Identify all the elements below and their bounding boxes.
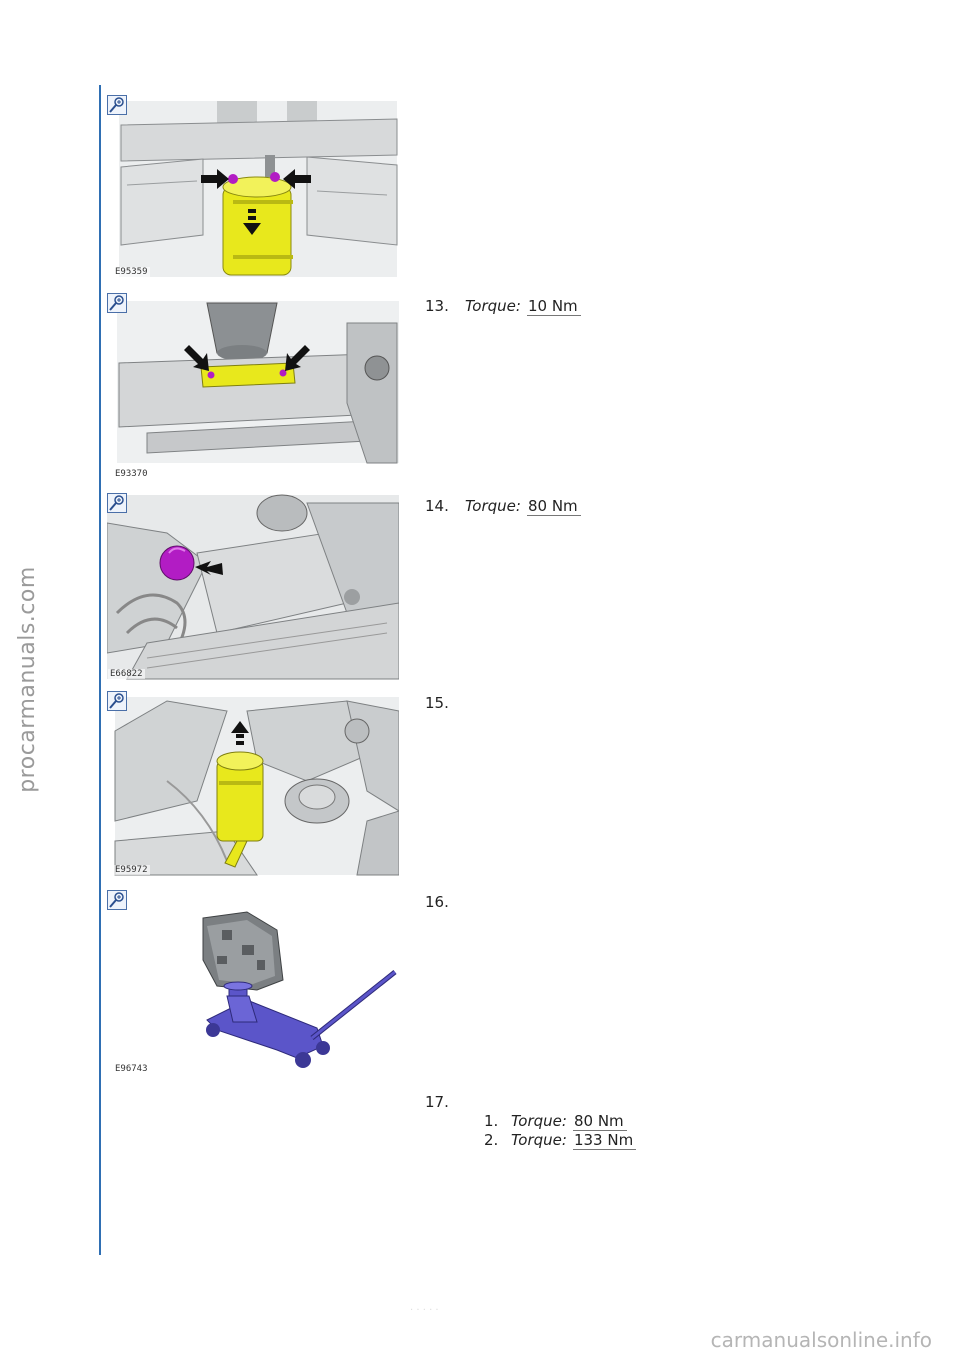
- figure-code: E66822: [108, 669, 145, 679]
- figure-1-illustration: [119, 101, 398, 277]
- figure-code: E93370: [113, 469, 150, 479]
- side-watermark: procarmanuals.com: [2, 0, 52, 1358]
- torque-value-link[interactable]: 10 Nm: [526, 297, 581, 316]
- figure-2[interactable]: E93370: [107, 293, 399, 483]
- figure-3-illustration: [107, 494, 399, 680]
- torque-value-link[interactable]: 80 Nm: [526, 497, 581, 516]
- torque-label: Torque:: [511, 1112, 567, 1130]
- sub-step-number: 2.: [484, 1131, 499, 1149]
- footer-watermark: carmanualsonline.info: [710, 1328, 932, 1352]
- torque-spec: Torque: 80 Nm: [465, 497, 581, 516]
- step-number: 17.: [425, 1093, 449, 1111]
- step-number: 13.: [425, 297, 449, 315]
- zoom-icon[interactable]: [107, 95, 127, 115]
- figure-4-illustration: [114, 697, 399, 876]
- page-footer-faint: · · · · ·: [410, 1305, 439, 1316]
- figure-4[interactable]: E95972: [107, 691, 399, 879]
- figure-2-illustration: [117, 301, 399, 464]
- zoom-icon[interactable]: [107, 293, 127, 313]
- figure-5-illustration: [202, 911, 397, 1068]
- zoom-icon[interactable]: [107, 493, 127, 513]
- zoom-icon[interactable]: [107, 691, 127, 711]
- figure-1[interactable]: E95359: [107, 95, 399, 283]
- section-divider-line: [99, 85, 101, 1255]
- sub-step: 1. Torque: 80 Nm: [484, 1112, 627, 1131]
- figure-5[interactable]: E96743: [107, 890, 399, 1080]
- sub-step: 2. Torque: 133 Nm: [484, 1131, 637, 1150]
- step-number: 14.: [425, 497, 449, 515]
- zoom-icon[interactable]: [107, 890, 127, 910]
- torque-label: Torque:: [465, 497, 521, 515]
- torque-label: Torque:: [465, 297, 521, 315]
- figure-code: E95972: [113, 865, 150, 875]
- figure-code: E96743: [113, 1064, 150, 1074]
- sub-step-number: 1.: [484, 1112, 499, 1130]
- torque-value-link[interactable]: 133 Nm: [572, 1131, 637, 1150]
- torque-value-link[interactable]: 80 Nm: [572, 1112, 627, 1131]
- step-number: 15.: [425, 694, 449, 712]
- figure-3[interactable]: E66822: [107, 493, 399, 681]
- step-number: 16.: [425, 893, 449, 911]
- torque-label: Torque:: [511, 1131, 567, 1149]
- torque-spec: Torque: 10 Nm: [465, 297, 581, 316]
- side-watermark-text: procarmanuals.com: [14, 565, 40, 793]
- figure-code: E95359: [113, 267, 150, 277]
